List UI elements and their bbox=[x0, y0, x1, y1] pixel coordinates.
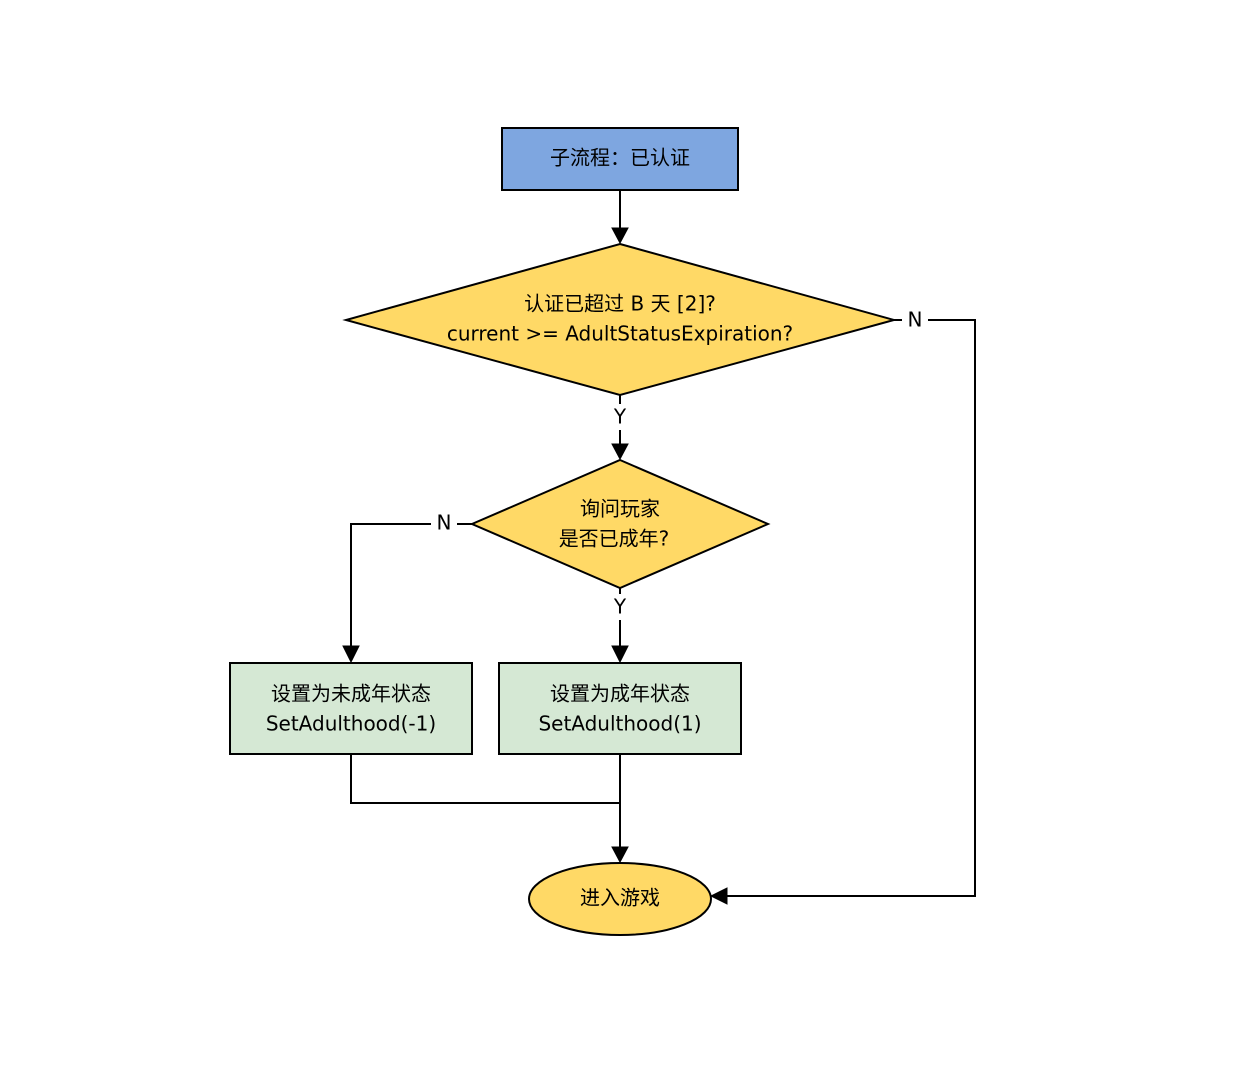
subprocess-authenticated-node: 子流程：已认证 bbox=[501, 127, 739, 191]
edge-label-expired-no: N bbox=[908, 308, 923, 332]
enter-game-label: 进入游戏 bbox=[580, 886, 660, 910]
edge-adult-yes-to-set-adult: Y bbox=[608, 588, 632, 664]
subprocess-label: 子流程：已认证 bbox=[550, 146, 690, 170]
decision-adult-diamond bbox=[469, 458, 771, 590]
edge-adult-no-to-set-minor: N bbox=[342, 511, 472, 664]
edge-label-expired-yes: Y bbox=[613, 405, 627, 429]
edge-subprocess-to-expired-check bbox=[611, 190, 629, 245]
decision-expired-node: 认证已超过 B 天 [2]? current >= AdultStatusExp… bbox=[342, 242, 898, 397]
set-minor-line1: 设置为未成年状态 bbox=[271, 682, 431, 706]
enter-game-node: 进入游戏 bbox=[528, 862, 712, 936]
edge-set-adult-to-enter-game bbox=[611, 754, 629, 864]
decision-adult-node: 询问玩家 是否已成年? bbox=[469, 458, 771, 590]
edge-expired-no-to-enter-game: N bbox=[709, 308, 976, 905]
set-minor-node: 设置为未成年状态 SetAdulthood(-1) bbox=[229, 662, 473, 755]
subprocess-box bbox=[501, 127, 739, 191]
enter-game-ellipse bbox=[528, 862, 712, 936]
decision-adult-line2: 是否已成年? bbox=[559, 527, 670, 551]
decision-expired-line2: current >= AdultStatusExpiration? bbox=[447, 322, 793, 346]
decision-adult-line1: 询问玩家 bbox=[580, 497, 660, 521]
set-adult-line1: 设置为成年状态 bbox=[550, 682, 690, 706]
decision-expired-line1: 认证已超过 B 天 [2]? bbox=[524, 292, 716, 316]
set-minor-line2: SetAdulthood(-1) bbox=[266, 712, 436, 736]
set-adult-line2: SetAdulthood(1) bbox=[538, 712, 701, 736]
edge-set-minor-to-merge bbox=[350, 754, 620, 804]
decision-expired-diamond bbox=[342, 242, 898, 397]
set-adult-box bbox=[498, 662, 742, 755]
set-adult-node: 设置为成年状态 SetAdulthood(1) bbox=[498, 662, 742, 755]
edge-label-adult-no: N bbox=[437, 511, 452, 535]
edge-label-adult-yes: Y bbox=[613, 595, 627, 619]
set-minor-box bbox=[229, 662, 473, 755]
edge-expired-yes-to-adult-check: Y bbox=[608, 395, 632, 461]
